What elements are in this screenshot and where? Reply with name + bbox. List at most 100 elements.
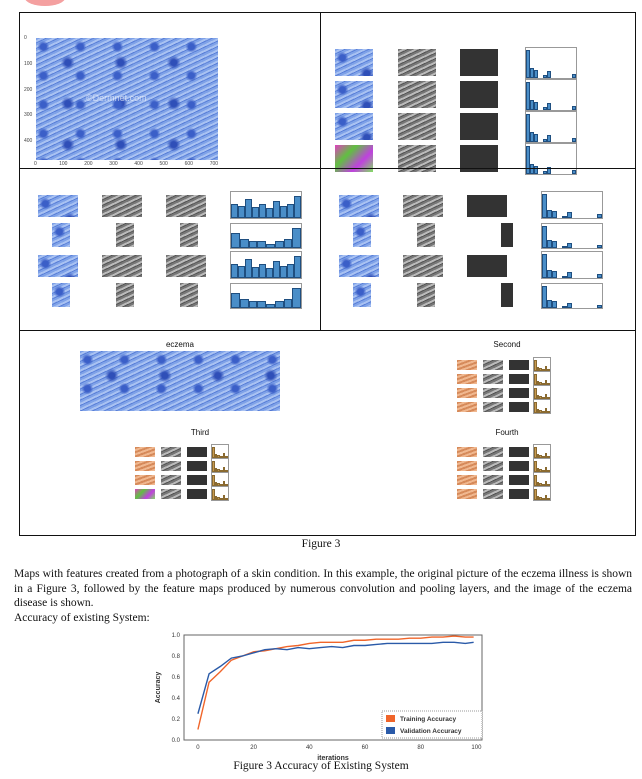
histogram-bar — [544, 393, 548, 399]
histogram-bar — [552, 210, 557, 218]
histogram-bar — [217, 468, 220, 472]
histogram-bar — [266, 243, 275, 248]
grayscale-map — [403, 195, 443, 217]
histogram-bar — [562, 275, 567, 278]
histogram-bar — [539, 381, 542, 385]
histogram-bar — [294, 196, 301, 218]
histogram-bar — [544, 452, 548, 458]
legend-label-1: Validation Accuracy — [400, 728, 462, 735]
histogram-bar — [222, 494, 226, 500]
histogram-bar — [214, 495, 218, 500]
pooled-thumb — [509, 447, 529, 457]
histogram-bar — [217, 496, 220, 500]
histogram-bar — [534, 388, 537, 399]
histogram-bar — [544, 365, 548, 371]
histogram-bar — [257, 301, 266, 308]
histogram-bar — [534, 133, 539, 142]
thumbnail — [135, 461, 155, 471]
histogram-bar — [544, 466, 548, 472]
histogram-bar — [231, 203, 238, 218]
histogram-bar — [539, 454, 542, 458]
thumbnail — [135, 475, 155, 485]
histogram — [541, 191, 603, 219]
y-tick-label: 0.4 — [172, 696, 181, 702]
histogram-bar — [562, 245, 567, 248]
histogram-bar — [212, 489, 215, 500]
histogram-bar — [526, 50, 531, 78]
histogram-bar — [597, 214, 602, 218]
crop-grayscale — [417, 283, 435, 307]
histogram-bar — [252, 267, 259, 278]
histogram-bar — [546, 71, 551, 78]
histogram-bar — [552, 270, 557, 278]
input-thumbnail — [335, 113, 373, 140]
pooled-thumb — [509, 374, 529, 384]
pooled-map — [460, 113, 498, 140]
histogram-bar — [259, 203, 266, 218]
histogram-bar — [225, 455, 228, 458]
histogram-bar — [534, 461, 537, 472]
histogram — [533, 472, 551, 487]
histogram-bar — [238, 206, 245, 218]
pooled-thumb — [187, 447, 207, 457]
histogram-bar — [534, 447, 537, 458]
histogram-bar — [542, 498, 545, 500]
histogram — [525, 47, 577, 79]
legend-swatch-1 — [386, 727, 395, 734]
y-axis-label: Accuracy — [155, 672, 162, 704]
pooled-thumb — [509, 475, 529, 485]
histogram-bar — [562, 305, 567, 308]
histogram-bar — [266, 303, 275, 308]
histogram-bar — [220, 484, 223, 486]
histogram-bar — [534, 475, 537, 486]
histogram-bar — [245, 258, 252, 278]
crop-thumbnail — [353, 283, 371, 307]
pooled-thumb — [187, 461, 207, 471]
input-thumbnail — [339, 255, 379, 277]
histogram-bar — [212, 461, 215, 472]
histogram — [230, 191, 302, 219]
pooled-thumb — [509, 461, 529, 471]
histogram-bar — [547, 410, 550, 413]
histogram-bar — [212, 475, 215, 486]
histogram-bar — [567, 272, 572, 278]
histogram-bar — [287, 263, 294, 278]
histogram-bar — [534, 69, 539, 78]
histogram-bar — [542, 383, 545, 385]
histogram-bar — [571, 105, 576, 110]
histogram-bar — [547, 497, 550, 500]
grayscale-thumb — [483, 489, 503, 499]
x-axis-label: iterations — [317, 755, 349, 760]
crop-grayscale — [417, 223, 435, 247]
histogram-bar — [542, 397, 545, 399]
y-tick-label: 0.8 — [172, 654, 181, 660]
histogram-bar — [571, 73, 576, 78]
grayscale-map — [102, 255, 142, 277]
histogram — [533, 357, 551, 372]
x-tick-label: 100 — [471, 745, 482, 751]
histogram-bar — [220, 498, 223, 500]
cell-layer-summary: eczema Second Third Fourth — [19, 330, 636, 536]
histogram-bar — [536, 467, 540, 472]
histogram-bar — [222, 466, 226, 472]
histogram-bar — [231, 263, 238, 278]
histogram-bar — [252, 207, 259, 218]
histogram-bar — [567, 242, 572, 248]
histogram-bar — [214, 481, 218, 486]
histogram-bar — [544, 379, 548, 385]
crop-grayscale — [116, 283, 134, 307]
y-tick-label: 200 — [24, 86, 33, 93]
histogram-bar — [542, 286, 547, 308]
crop-pooled — [501, 283, 513, 307]
grayscale-map — [403, 255, 443, 277]
histogram-bar — [530, 68, 535, 78]
histogram-bar — [220, 470, 223, 472]
thumbnail — [457, 402, 477, 412]
y-tick-label: 400 — [24, 138, 33, 145]
histogram-bar — [547, 469, 550, 472]
x-tick-label: 700 — [209, 161, 219, 167]
chart-caption: Figure 3 Accuracy of Existing System — [233, 760, 409, 772]
histogram-bar — [547, 240, 552, 248]
grayscale-thumb — [483, 360, 503, 370]
